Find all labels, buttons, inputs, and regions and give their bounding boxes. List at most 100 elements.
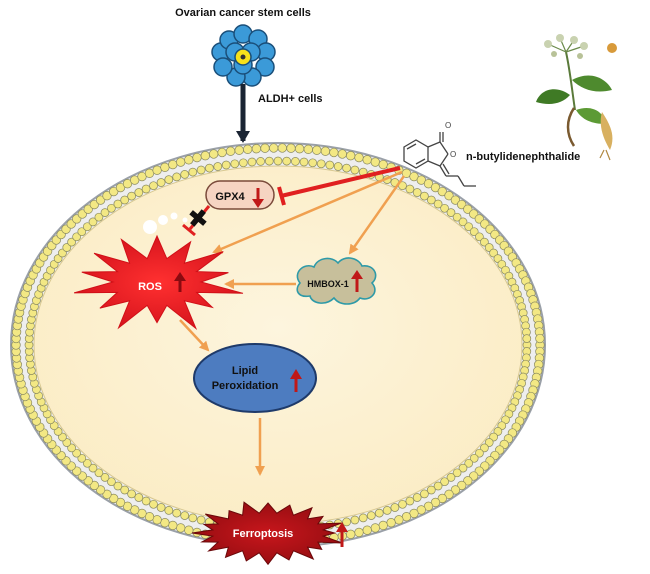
lipid-head [113,481,123,491]
lipid-head [188,513,198,523]
lipid-head [464,458,474,468]
lipid-head [374,508,384,518]
lipid-head [180,170,190,179]
droplets [143,212,188,234]
lipid-head [316,159,326,169]
lipid-head [394,515,404,525]
lipid-head [535,333,545,344]
inhibition-compound-gpx4 [277,166,401,206]
lipid-head [303,144,313,154]
lipid-head [134,188,144,197]
lipid-head [152,165,162,175]
lipid-head [269,143,279,153]
lipid-head [446,208,456,217]
lipid-label-line2: Peroxidation [212,380,279,392]
stem-cell-cluster-icon [211,24,276,87]
lipid-peroxidation-node: Lipid Peroxidation [193,343,317,413]
lipid-head [362,155,372,165]
lipid-head [243,144,253,154]
lipid-head [362,525,372,535]
molecule-structure [403,132,476,187]
lipid-head [366,511,376,520]
lipid-head [88,463,98,473]
lipid-head [450,485,461,495]
lipid-head [256,157,265,166]
lipid-head [102,489,112,499]
lipid-head [82,222,92,232]
lipid-head [160,162,170,172]
lipid-head [412,188,422,197]
lipid-head [458,463,468,473]
lipid-head [168,159,178,170]
lipid-head [192,152,202,163]
lipid-head [217,147,227,158]
lipid-head [95,485,106,495]
lipid-head [134,493,144,502]
lipid-head [420,489,429,499]
gpx4-label: GPX4 [215,191,245,203]
lipid-head [230,159,240,169]
lipid-head [247,157,257,167]
lipid-head [205,163,214,173]
up-arrow-icon [336,522,348,547]
lipid-head [412,493,422,502]
lipid-head [209,149,219,159]
lipid-head [440,203,449,213]
lipid-head [168,520,178,531]
lipid-head [107,203,116,213]
lipid-head [358,513,368,523]
lipid-head [433,481,443,491]
lipid-head [437,186,447,197]
ros-node: ROS [73,234,244,330]
lipid-head [77,227,87,237]
lipid-head [127,191,136,201]
lipid-label-line1: Lipid [232,365,258,377]
lipid-head [333,162,343,171]
cytoplasm [33,165,523,525]
lipid-head [325,160,335,170]
svg-text:O: O [450,150,456,159]
ferroptosis-label: Ferroptosis [233,528,294,540]
lipid-head [354,152,364,163]
lipid-head [426,485,436,495]
ros-label: ROS [138,281,162,293]
lipid-head [273,156,283,166]
lipid-head [370,157,380,167]
lipid-head [433,199,443,209]
lipid-head [100,473,110,482]
lipid-head [390,503,400,512]
lipid-head [475,448,484,458]
lipid-head [312,145,322,155]
lipid-head [458,217,468,227]
lipid-head [94,212,104,222]
stem-cells-label: Ovarian cancer stem cells [175,7,311,19]
lipid-head [475,232,484,242]
lipid-head [386,518,396,528]
lipid-head [180,511,190,520]
lipid-head [446,473,456,482]
lipid-head [107,477,116,487]
lipid-head [430,497,441,508]
up-arrow-icon [174,272,186,292]
lipid-head [95,195,106,205]
lipid-head [464,222,474,232]
lipid-head [370,523,380,533]
lipid-head [109,186,119,197]
lipid-head [405,184,415,194]
lipid-head [213,162,223,171]
lipid-head [378,520,388,531]
lipid-head [115,182,126,193]
lipid-head [102,191,112,201]
lipid-head [430,182,441,193]
lipid-head [277,143,287,153]
lipid-head [164,175,174,184]
up-arrow-icon [351,270,363,292]
lipid-head [156,503,166,512]
lipid-head [329,147,339,158]
lipid-head [172,508,182,518]
lipid-head [88,217,98,227]
lipid-head [200,151,210,161]
lipid-head [115,497,126,508]
lipid-head [264,156,274,166]
lipid-head [286,143,296,153]
